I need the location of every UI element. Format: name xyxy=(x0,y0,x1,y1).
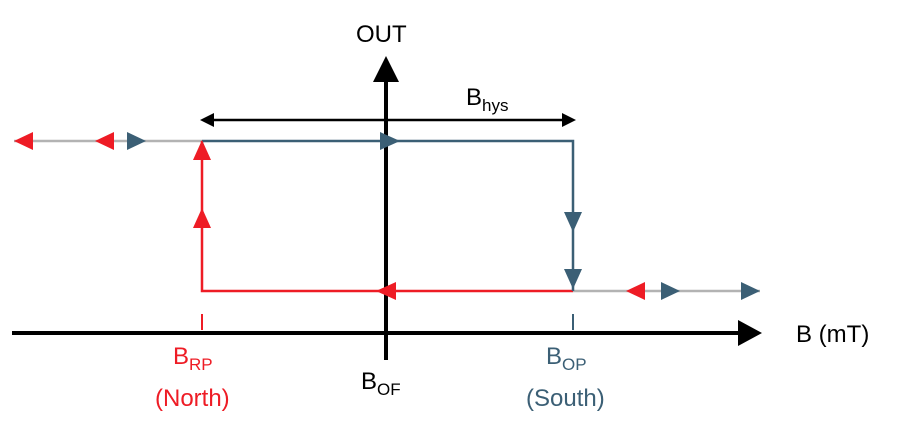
release-point-label-base: B xyxy=(173,343,190,370)
x-axis-label: B (mT) xyxy=(796,321,870,348)
blue-right-arrow-3 xyxy=(741,282,760,300)
red-left-arrow-mid xyxy=(376,282,396,300)
blue-down-arrow-mid xyxy=(564,212,582,232)
offset-label: BOF xyxy=(361,368,401,399)
release-point-label-sub: RP xyxy=(189,355,213,374)
blue-right-arrow-top xyxy=(380,132,400,150)
red-left-arrow-1 xyxy=(14,132,33,150)
red-left-arrow-2 xyxy=(95,132,114,150)
operate-point-label: BOP xyxy=(546,343,587,374)
hysteresis-label-sub: hys xyxy=(482,96,509,115)
blue-down-arrow-low xyxy=(564,269,582,289)
hysteresis-label: Bhys xyxy=(466,84,508,115)
x-axis-arrowhead xyxy=(738,320,762,346)
release-point-label: BRP xyxy=(173,343,213,374)
release-point-pole: (North) xyxy=(155,385,230,412)
hysteresis-left-arrowhead xyxy=(200,113,214,127)
offset-label-base: B xyxy=(361,368,378,395)
red-up-arrow-mid xyxy=(193,208,211,228)
red-left-arrow-3 xyxy=(626,282,645,300)
blue-right-arrow-1 xyxy=(127,132,146,150)
operate-point-label-sub: OP xyxy=(562,355,587,374)
operate-point-label-base: B xyxy=(546,343,563,370)
y-axis-label: OUT xyxy=(356,21,407,48)
release-path xyxy=(200,141,573,293)
offset-label-sub: OF xyxy=(377,380,401,399)
blue-right-arrow-2 xyxy=(661,282,680,300)
y-axis-arrowhead xyxy=(373,56,399,82)
operate-path xyxy=(202,139,575,291)
operate-point-pole: (South) xyxy=(526,385,605,412)
hysteresis-label-base: B xyxy=(466,84,483,111)
red-up-arrow-top xyxy=(193,140,211,160)
hysteresis-right-arrowhead xyxy=(562,113,576,127)
